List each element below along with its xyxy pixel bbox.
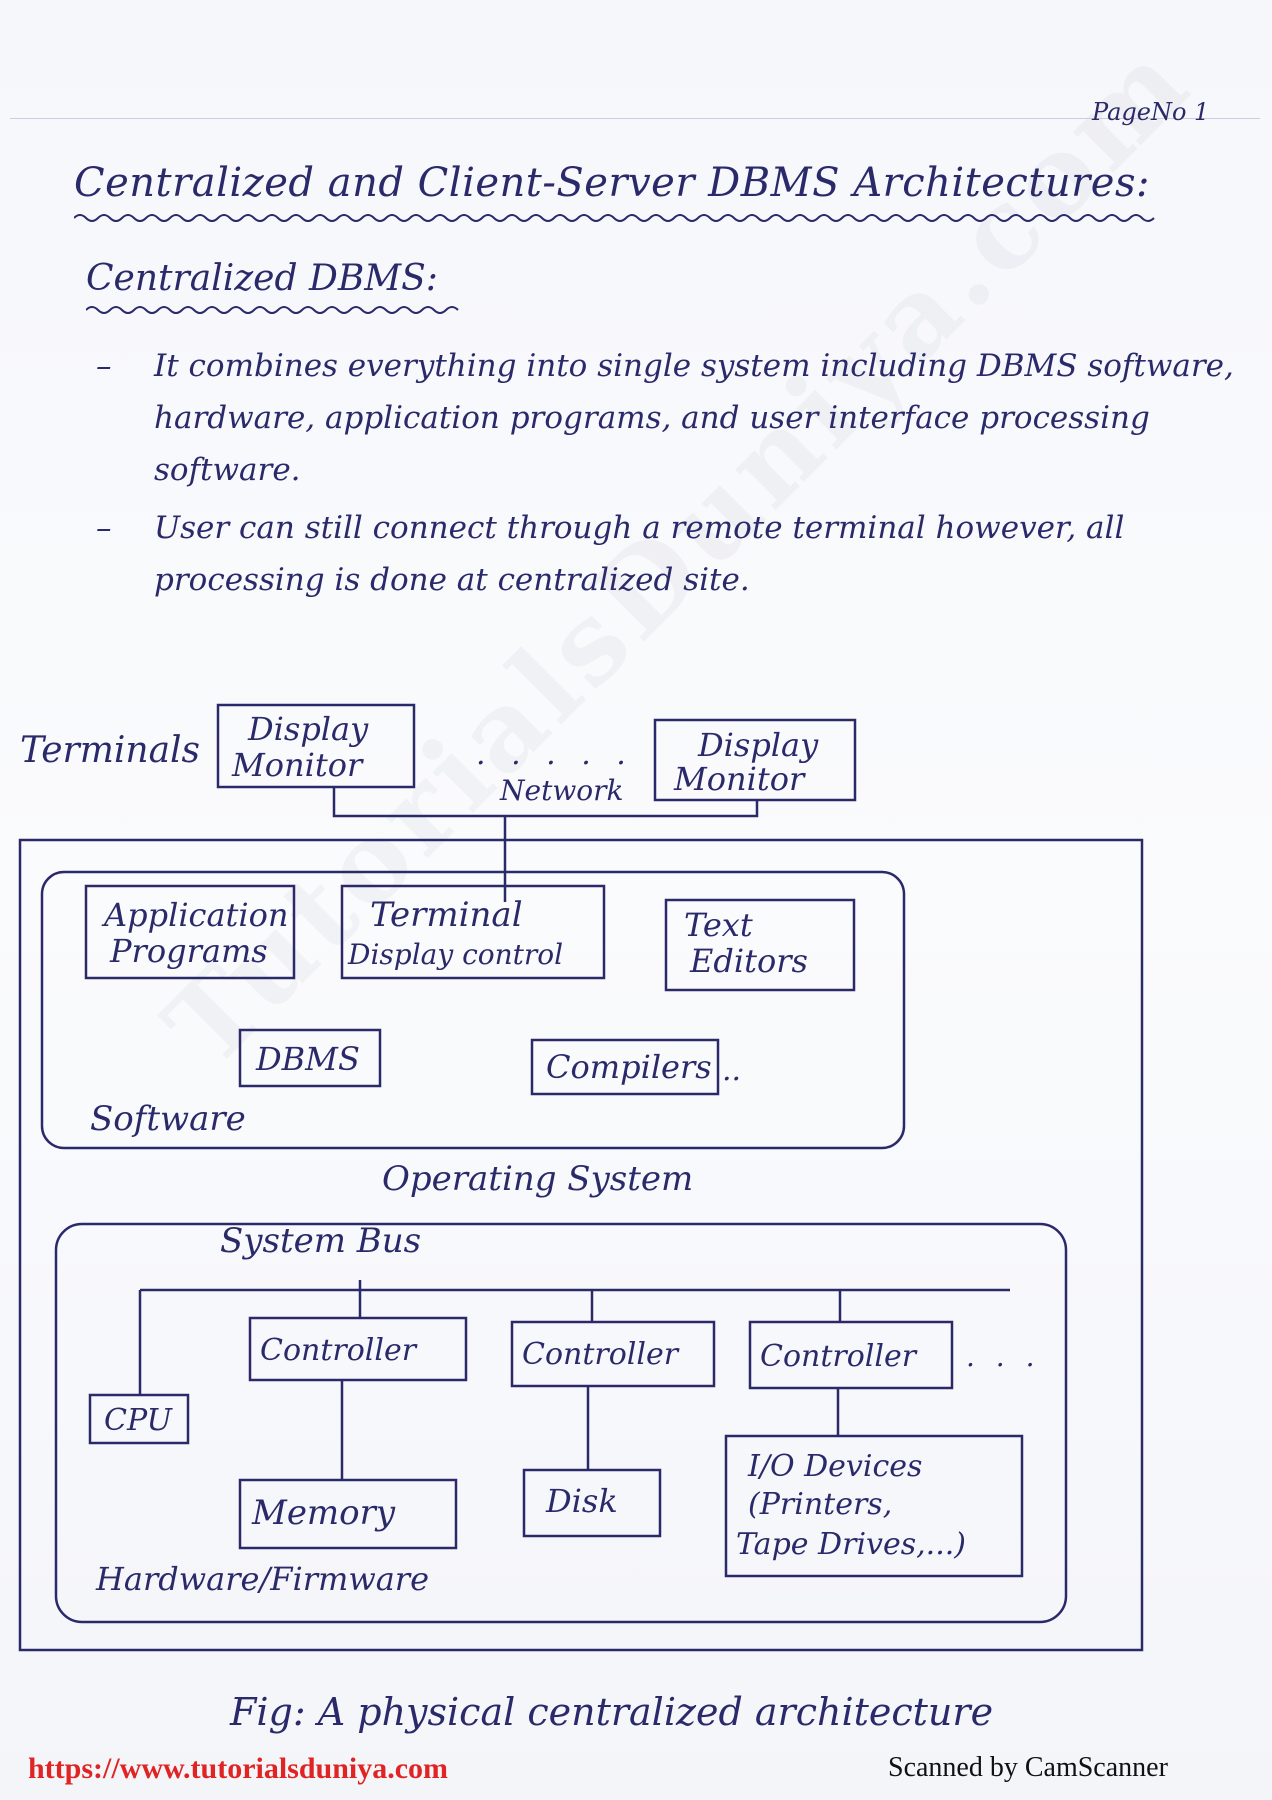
terminal-display-control-line1: Terminal: [370, 895, 523, 935]
controller-1-label: Controller: [260, 1333, 418, 1368]
controller-3-label: Controller: [760, 1339, 918, 1374]
controller-box-3: [748, 1320, 954, 1390]
controller-trail: . . .: [966, 1340, 1041, 1373]
scanner-credit: Scanned by CamScanner: [888, 1752, 1168, 1783]
terminal-display-control-box: [340, 884, 606, 980]
disk-label: Disk: [545, 1482, 618, 1520]
io-devices-box: [724, 1434, 1024, 1578]
controller-box-1: [248, 1316, 468, 1382]
title-underline: [74, 214, 1155, 222]
cpu-box: [88, 1393, 190, 1445]
bullet-list: –It combines everything into single syst…: [96, 340, 1246, 612]
figure-caption: Fig: A physical centralized architecture: [230, 1690, 994, 1734]
controller-box-2: [510, 1320, 716, 1388]
display-monitor-2-line2: Monitor: [673, 760, 806, 798]
compilers-label: Compilers: [546, 1048, 712, 1086]
application-programs-line1: Application: [101, 896, 289, 934]
application-programs-line2: Programs: [109, 932, 268, 970]
io-devices-line3: Tape Drives,...): [736, 1527, 966, 1562]
software-box: [40, 870, 906, 1150]
io-devices-line2: (Printers,: [748, 1487, 892, 1522]
io-devices-line1: I/O Devices: [747, 1449, 922, 1484]
controller-2-label: Controller: [522, 1337, 680, 1372]
text-editors-line2: Editors: [689, 942, 808, 980]
cpu-label: CPU: [104, 1403, 174, 1438]
compilers-trail: ..: [722, 1053, 741, 1088]
dbms-label: DBMS: [255, 1040, 360, 1078]
text-editors-box: [664, 898, 856, 992]
disk-box: [522, 1468, 662, 1538]
system-bus-label: System Bus: [220, 1221, 421, 1261]
text-editors-line1: Text: [684, 906, 753, 944]
centralized-architecture-diagram: Terminals Display Monitor . . . . . Disp…: [18, 703, 1144, 1652]
display-monitor-1-line2: Monitor: [231, 746, 364, 784]
hardware-label: Hardware/Firmware: [95, 1560, 429, 1598]
page-number: PageNo 1: [1092, 98, 1210, 126]
bullet-item: –User can still connect through a remote…: [96, 510, 1125, 598]
display-monitor-2-line1: Display: [697, 726, 819, 764]
header-rule: [10, 118, 1260, 119]
hardware-box: [54, 1222, 1068, 1624]
section-heading: Centralized DBMS:: [86, 258, 438, 299]
bullet-item: –It combines everything into single syst…: [96, 348, 1234, 488]
terminals-label: Terminals: [20, 730, 200, 771]
software-label: Software: [90, 1099, 246, 1139]
compilers-box: [530, 1038, 720, 1096]
network-label: Network: [499, 774, 624, 807]
display-monitor-box-2: [653, 718, 857, 802]
application-programs-box: [84, 884, 296, 980]
operating-system-label: Operating System: [382, 1159, 693, 1199]
display-monitor-box-1: [216, 703, 416, 789]
memory-label: Memory: [251, 1493, 396, 1533]
dbms-box: [238, 1028, 382, 1088]
memory-box: [238, 1478, 458, 1550]
display-monitor-1-line1: Display: [247, 710, 369, 748]
subtitle-underline: [86, 306, 459, 314]
terminal-display-control-line2: Display control: [347, 938, 563, 971]
footer-link[interactable]: https://www.tutorialsduniya.com: [28, 1752, 449, 1785]
system-outer-box: [18, 838, 1144, 1652]
page-title: Centralized and Client-Server DBMS Archi…: [74, 160, 1150, 206]
terminal-ellipsis: . . . . .: [476, 737, 634, 772]
